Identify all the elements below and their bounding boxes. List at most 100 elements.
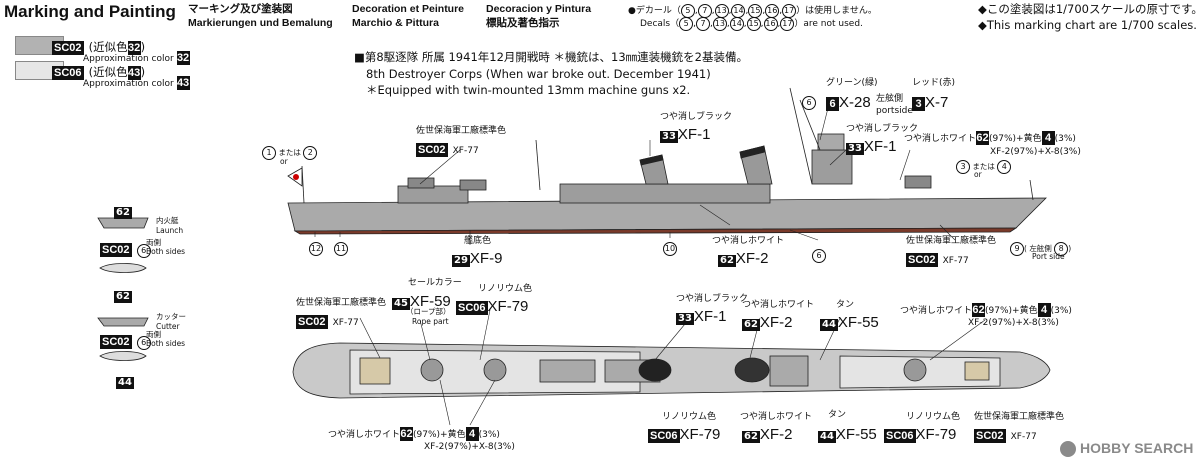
side-mast-fore — [789, 87, 813, 185]
side-bridge-top — [817, 133, 845, 151]
header-zh: 標貼及著色指示 — [486, 17, 560, 29]
top-left-hull-ja: 佐世保海軍工廠標準色 — [296, 298, 387, 308]
side-bridge — [811, 149, 853, 185]
side-jackstaff — [1029, 179, 1034, 201]
header-ja: マーキング及び塗装図 — [188, 3, 293, 15]
bottom-white-ja: つや消しホワイト — [740, 412, 813, 422]
portside-ja: 左舷側 — [876, 94, 904, 104]
side-midship — [559, 183, 771, 204]
callout-green-ja: グリーン(緑) — [826, 78, 878, 88]
side-portside-en: Port side — [1032, 252, 1065, 261]
side-circles-left: 1 または 2 — [262, 146, 318, 160]
decal-note-ja: ●デカール（5,7,13,14,15,16,17）は使用しません。 — [628, 4, 877, 18]
top-mix-sub: XF-2(97%)+X-8(3%) — [968, 318, 1059, 328]
side-superstructure-aft — [397, 185, 469, 204]
cutter-both-en: Both sides — [146, 339, 186, 348]
side-c6-bottom: 6 — [812, 243, 826, 263]
top-black-ja: つや消しブラック — [676, 294, 749, 304]
header-fr: Decoration et Peinture — [352, 3, 465, 15]
launch-num2: 62 — [114, 291, 132, 303]
side-funnel-fore-cap — [739, 145, 766, 159]
cutter-top — [99, 351, 147, 361]
bottom-hull: SC02 XF-77 — [974, 429, 1037, 443]
side-mast-aft — [535, 139, 541, 191]
decal-circle: 13 — [712, 17, 727, 31]
launch-side — [97, 217, 149, 229]
bottom-lino2-ja: リノリウム色 — [906, 412, 961, 422]
rope-ja: （ロープ部） — [406, 307, 451, 316]
top-gun-fore — [903, 358, 927, 382]
header-de: Markierungen und Bemalung — [188, 17, 333, 29]
side-mast-fore-2 — [799, 99, 821, 151]
side-circles-right: 3 または 4 — [956, 160, 1012, 174]
page-title: Marking and Painting — [4, 2, 176, 21]
decal-circle: 17 — [780, 17, 795, 31]
lino-ja: リノリウム色 — [478, 284, 533, 294]
side-hull-right-ja: 佐世保海軍工廠標準色 — [906, 236, 997, 246]
bottom-tan-ja: タン — [828, 410, 847, 420]
portside-en: portside — [876, 106, 913, 116]
launch-both-en: Both sides — [146, 247, 186, 256]
side-c10: 10 — [663, 236, 677, 256]
side-flag-sun — [293, 174, 299, 180]
watermark-logo — [1060, 440, 1076, 458]
side-bottom-ja: 艦底色 — [464, 236, 492, 246]
cutter-side — [97, 317, 149, 327]
decal-circle: 7 — [696, 17, 710, 31]
side-white-ja: つや消しホワイト — [712, 236, 785, 246]
scale-note-en: ◆This marking chart are 1/700 scales. — [978, 18, 1197, 32]
top-bridge — [769, 355, 809, 387]
side-or-right: or — [974, 170, 982, 179]
top-rope-aft — [359, 357, 391, 385]
top-gun-aft-1 — [420, 358, 444, 382]
cutter-en: Cutter — [156, 322, 180, 331]
ship-note-3: ＊Equipped with twin-mounted 13mm machine… — [366, 83, 691, 97]
watermark-text: HOBBY SEARCH — [1080, 440, 1194, 456]
launch-en: Launch — [156, 226, 184, 235]
side-c6-top: 6 — [802, 90, 816, 110]
top-tan-ja: タン — [836, 300, 855, 310]
top-white-ja: つや消しホワイト — [742, 300, 815, 310]
launch-both: SC02 6 — [100, 238, 151, 258]
side-c12: 12 — [309, 236, 323, 256]
bottom-mix-sub: XF-2(97%)+X-8(3%) — [424, 442, 515, 452]
launch-num: 62 — [114, 207, 132, 219]
side-hull-left: SC02 XF-77 — [416, 143, 479, 157]
launch-both-ja: 両側 — [146, 238, 161, 247]
bottom-lino-ja: リノリウム色 — [662, 412, 717, 422]
decal-note-en: Decals（5,7,13,14,15,16,17）are not used. — [640, 17, 863, 31]
sail-ja: セールカラー — [408, 278, 462, 288]
decal-circle: 16 — [763, 17, 778, 31]
side-hull-bottom — [293, 227, 1018, 235]
top-funnel-aft — [638, 358, 672, 382]
top-funnel-fore — [734, 357, 770, 383]
side-funnel-aft-cap — [639, 154, 664, 166]
decal-circle: 15 — [746, 17, 761, 31]
legend-sc06: SC06 (近似色43) — [52, 65, 146, 80]
decal-circle: 15 — [748, 4, 763, 18]
decal-circle: 5 — [679, 17, 694, 31]
decal-circle: 14 — [729, 17, 744, 31]
legend-sc02-en: Approximation color 32 — [83, 51, 190, 65]
top-torpedo-1 — [539, 359, 596, 383]
top-rope-fore — [964, 361, 990, 381]
header-it: Marchio & Pittura — [352, 17, 439, 29]
side-hull-right: SC02 XF-77 — [906, 253, 969, 267]
ship-note-1: ■第8駆逐隊 所属 1941年12月開戦時 ＊機銃は、13㎜連装機銃を2基装備。 — [354, 50, 748, 64]
side-black-ja: つや消しブラック — [660, 112, 733, 122]
side-black2-ja: つや消しブラック — [846, 124, 919, 134]
ship-note-2: 8th Destroyer Corps (When war broke out.… — [366, 67, 711, 81]
